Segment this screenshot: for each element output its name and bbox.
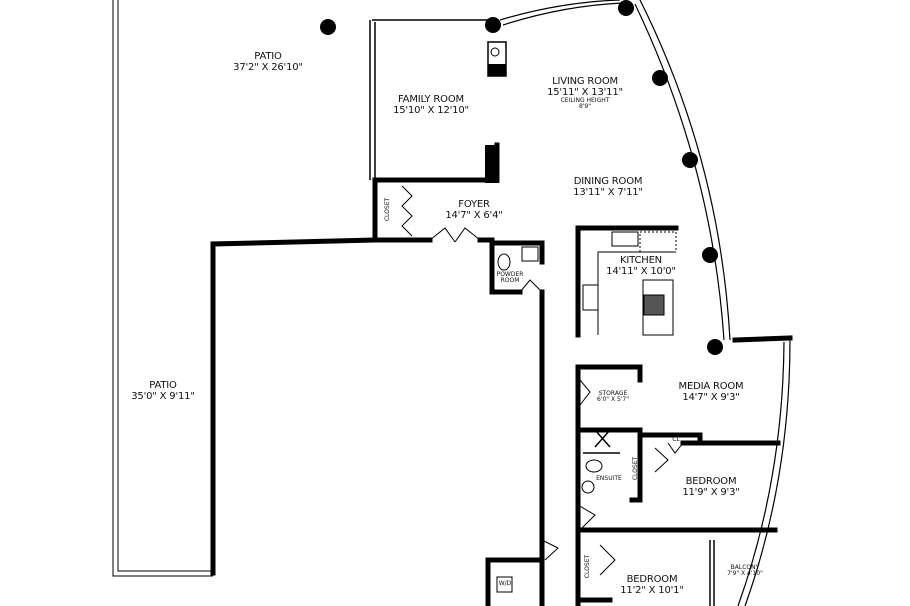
room-name: LIVING ROOM — [552, 76, 618, 87]
room-name: MEDIA ROOM — [678, 381, 744, 392]
bedroom1-closet-label: CLOSET — [632, 456, 640, 481]
balcony-label: BALCONY 7'9" X 4'10" — [727, 564, 763, 578]
room-dims: 14'7" X 9'3" — [682, 391, 740, 403]
room-dims: 14'7" X 6'4" — [445, 209, 503, 221]
column — [485, 145, 499, 183]
laundry-label: W/D — [498, 580, 512, 587]
room-dims: 15'11" X 13'11" — [547, 86, 623, 98]
bedroom1-label: BEDROOM 11'9" X 9'3" — [682, 476, 740, 498]
room-name: BEDROOM — [626, 574, 678, 585]
room-name: FAMILY ROOM — [398, 94, 464, 105]
room-dims: 13'11" X 7'11" — [573, 186, 643, 198]
foyer-label: FOYER 14'7" X 6'4" — [445, 199, 503, 221]
media-room-label: MEDIA ROOM 14'7" X 9'3" — [678, 381, 744, 403]
room-dims: 14'11" X 10'0" — [606, 265, 676, 277]
room-name: FOYER — [458, 199, 490, 210]
powder-room-label: POWDER ROOM — [496, 271, 524, 285]
doors — [401, 185, 684, 576]
room-dims: 11'2" X 10'1" — [620, 584, 684, 596]
room-dims: 6'0" X 5'7" — [596, 396, 630, 404]
room-dims: 35'0" X 9'11" — [131, 390, 195, 402]
patio-lower-label: PATIO 35'0" X 9'11" — [131, 380, 195, 402]
room-dims: 7'9" X 4'10" — [727, 570, 763, 578]
room-name: POWDER — [496, 271, 524, 278]
room-name: KITCHEN — [620, 255, 662, 266]
ceiling-height-value: 8'9" — [578, 103, 592, 111]
patio-outline — [112, 0, 213, 577]
pillars — [320, 0, 723, 355]
ensuite-label: ENSUITE — [596, 475, 622, 482]
patio-upper-label: PATIO 37'2" X 26'10" — [233, 51, 303, 73]
room-name-line2: ROOM — [500, 277, 520, 285]
dining-room-label: DINING ROOM 13'11" X 7'11" — [573, 176, 643, 198]
family-room-label: FAMILY ROOM 15'10" X 12'10" — [393, 94, 469, 116]
bedroom2-closet-label: CLOSET — [584, 554, 592, 579]
living-room-label: LIVING ROOM 15'11" X 13'11" CEILING HEIG… — [547, 76, 623, 111]
room-dims: 37'2" X 26'10" — [233, 61, 303, 73]
room-name: STORAGE — [598, 390, 628, 397]
ceiling-height-label: CEILING HEIGHT — [560, 97, 610, 104]
foyer-closet-label: CLOSET — [384, 197, 392, 222]
cl-label: CL — [672, 436, 680, 443]
fireplace-icon — [490, 47, 500, 57]
bedroom2-label: BEDROOM 11'2" X 10'1" — [620, 574, 684, 596]
room-dims: 11'9" X 9'3" — [682, 486, 740, 498]
room-name: PATIO — [254, 51, 282, 62]
thin-walls — [369, 19, 715, 606]
fixtures — [496, 231, 677, 593]
room-name: BALCONY — [730, 564, 760, 571]
room-dims: 15'10" X 12'10" — [393, 104, 469, 116]
room-name: PATIO — [149, 380, 177, 391]
kitchen-label: KITCHEN 14'11" X 10'0" — [606, 255, 676, 277]
storage-label: STORAGE 6'0" X 5'7" — [596, 390, 630, 404]
room-name: DINING ROOM — [573, 176, 643, 187]
walls — [210, 142, 793, 606]
exterior-glazing — [499, 0, 791, 606]
fireplace-hearth — [488, 64, 506, 76]
room-name: BEDROOM — [685, 476, 737, 487]
